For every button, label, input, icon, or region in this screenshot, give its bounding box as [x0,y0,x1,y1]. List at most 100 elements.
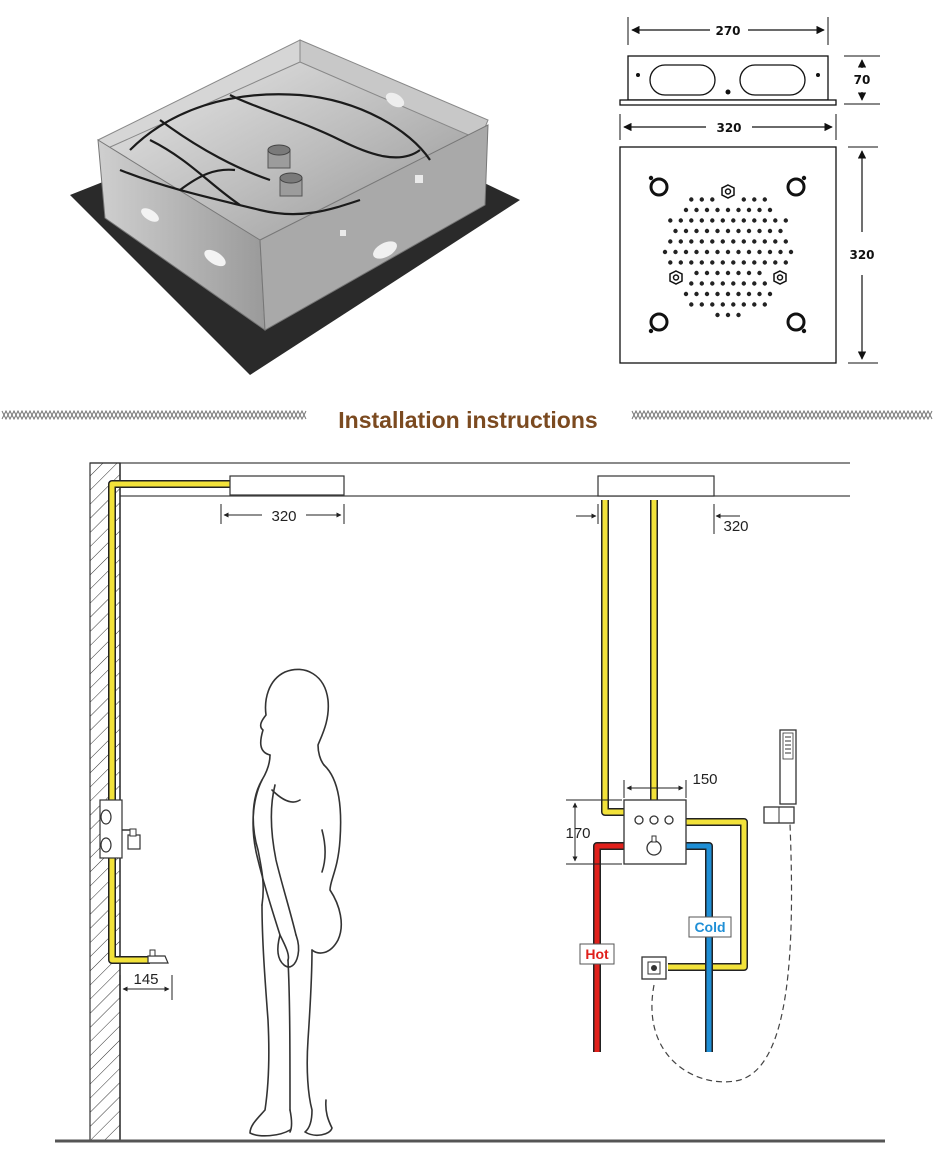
nozzle-dot [752,239,757,244]
nozzle-dot [778,228,783,234]
nozzle-dot [762,218,767,223]
nozzle-dot [715,228,720,234]
nozzle-dot [725,291,731,297]
nozzle-dot [731,281,736,286]
side-head-width-label: 320 [271,508,296,525]
nozzle-dot [762,281,767,286]
nozzle-dot [673,249,678,255]
nozzle-dot [752,218,757,223]
nozzle-dot [699,239,704,244]
nozzle-dot [736,291,741,297]
nozzle-dot [694,249,699,255]
side-spout-pipe [109,855,150,963]
nozzle-dot [704,270,710,276]
zigzag-line [631,409,933,421]
nozzle-dot [715,312,720,318]
nozzle-dot [725,228,731,234]
nozzle-dot [694,291,699,297]
nozzle-dot [715,207,720,213]
nozzle-dot [689,197,694,202]
nozzle-dot [741,239,746,244]
nozzle-dot [736,228,741,234]
valve-handle [127,834,141,850]
nozzle-dot [720,281,725,286]
hose-outlet [641,956,667,980]
nozzle-dot [710,197,715,202]
nozzle-dot [773,218,778,223]
side-supply-pipe [109,481,230,800]
nozzle-dot [762,239,767,244]
nozzle-dot [783,260,788,265]
nozzle-dot [741,218,746,223]
nozzle-dot [741,281,746,286]
nozzle-dot [673,228,678,234]
nozzle-dot [710,302,715,307]
front-head-width-label: 320 [723,518,748,535]
nozzle-dot [720,218,725,223]
nozzle-dot [757,270,762,276]
cold-tag: Cold [688,916,732,938]
nozzle-dot [720,302,725,307]
nozzle-dot [689,260,694,265]
nozzle-dot [767,249,773,255]
nozzle-dot [746,291,752,297]
nozzle-dot [694,270,699,276]
nozzle-dot [662,249,668,255]
nozzle-dot [704,249,710,255]
human-figure [249,668,342,1137]
shower-hose [651,823,793,1083]
spray-nozzles [662,197,794,318]
nozzle-dot [741,260,746,265]
nozzle-dot [710,218,715,223]
nozzle-dot [699,260,704,265]
profile-slot-right [739,64,806,96]
zigzag-line [1,409,307,421]
nozzle-dot [715,291,720,297]
nozzle-dot [668,260,673,265]
front-supply-pipe-1 [602,500,626,815]
section-title: Installation instructions [338,407,597,433]
valve-knob [646,840,662,856]
nozzle-dot [731,239,736,244]
nozzle-dot [741,197,746,202]
nozzle-dot [746,207,752,213]
corner-screw-rings [649,177,806,332]
nozzle-dot [689,239,694,244]
nozzle-dot [689,218,694,223]
product-photo [70,39,520,375]
nozzle-dot [767,228,773,234]
nozzle-dot [767,207,773,213]
nozzle-dot [778,249,783,255]
nozzle-dot [757,291,762,297]
side-shower-head [229,475,345,496]
nozzle-dot [710,239,715,244]
nozzle-dot [757,228,762,234]
nozzle-dot [683,228,689,234]
cold-label: Cold [694,919,725,935]
nozzle-dot [725,270,731,276]
nozzle-dot [725,249,731,255]
valve-height-label: 170 [565,825,590,842]
nozzle-dot [694,228,699,234]
valve-button-2 [649,815,659,825]
nozzle-dot [746,228,752,234]
nozzle-dot [668,218,673,223]
face-plate [619,146,837,364]
dimension-drawing: 270 70 320 [619,17,880,364]
nozzle-dot [736,270,741,276]
plate-height-label: 320 [849,248,874,262]
nozzle-dot [694,207,699,213]
nozzle-dot [788,249,794,255]
nozzle-dot [689,302,694,307]
nozzle-dot [752,281,757,286]
nozzle-dot [773,239,778,244]
spout-offset-label: 145 [133,971,158,988]
zigzag-line [1,409,307,421]
nozzle-dot [736,249,741,255]
nozzle-dot [731,260,736,265]
section-header: Installation instructions [1,407,933,433]
zigzag-ornament-right [631,409,933,421]
nozzle-dot [762,302,767,307]
nozzle-dot [715,249,720,255]
